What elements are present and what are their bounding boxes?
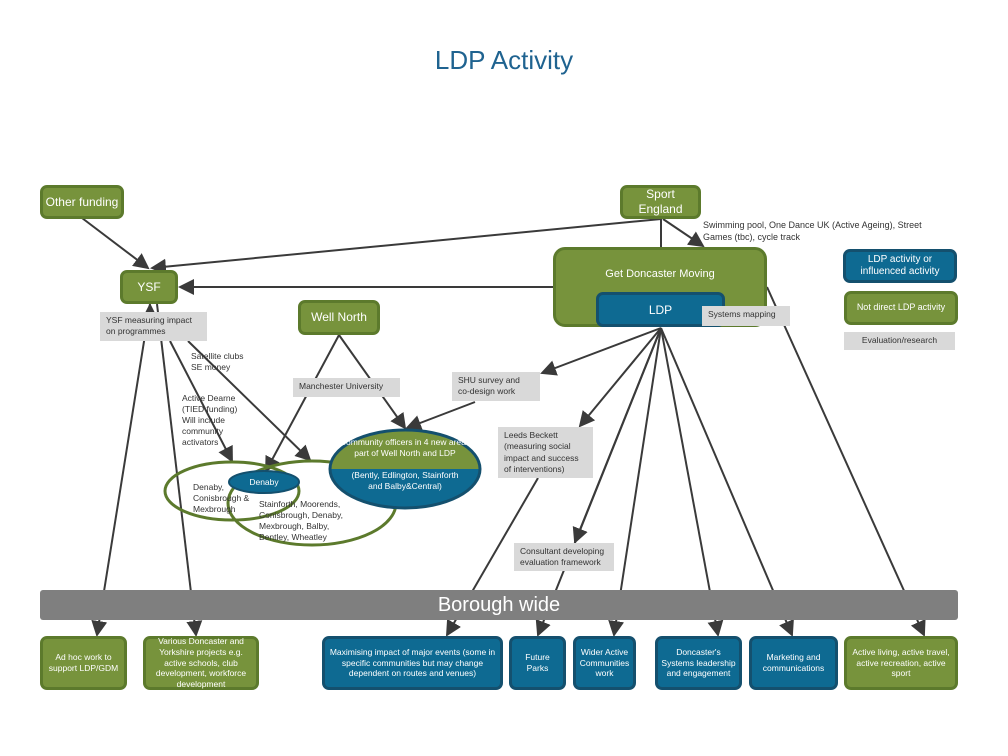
- consultant-label: Consultant developing evaluation framewo…: [514, 543, 614, 571]
- leeds-beckett-label: Leeds Beckett (measuring social impact a…: [498, 427, 593, 478]
- ysf-node: YSF: [120, 270, 178, 304]
- bottom-box-active-living: Active living, active travel, active rec…: [844, 636, 958, 690]
- bottom-box-future-parks: Future Parks: [509, 636, 566, 690]
- denaby-node: Denaby: [249, 477, 279, 487]
- stainforth-area-label: Stainforth, Moorends, Conisbrough, Denab…: [259, 499, 343, 543]
- ysf-measuring-label: YSF measuring impact on programmes: [100, 312, 207, 341]
- manchester-university-label: Manchester University: [293, 378, 400, 397]
- community-officers-bottom: (Bently, Edlington, Stainforth and Balby…: [351, 470, 459, 492]
- bottom-box-wider-active: Wider Active Communities work: [573, 636, 636, 690]
- borough-wide-bar: Borough wide: [40, 590, 958, 620]
- bottom-box-ad-hoc: Ad hoc work to support LDP/GDM: [40, 636, 127, 690]
- bottom-box-marketing: Marketing and communications: [749, 636, 838, 690]
- shu-label: SHU survey and co-design work: [452, 372, 540, 401]
- active-dearne-label: Active Dearne (TIED funding) Will includ…: [182, 393, 238, 448]
- sport-england-note: Swimming pool, One Dance UK (Active Agei…: [703, 220, 922, 242]
- bottom-box-systems-leadership: Doncaster's Systems leadership and engag…: [655, 636, 742, 690]
- sport-england-node: Sport England: [620, 185, 701, 219]
- legend-grey: Evaluation/research: [844, 332, 955, 350]
- other-funding-node: Other funding: [40, 185, 124, 219]
- legend-green: Not direct LDP activity: [844, 291, 958, 325]
- satellite-clubs-label: Satellite clubs SE money: [191, 351, 244, 373]
- legend-blue: LDP activity or influenced activity: [843, 249, 957, 283]
- community-officers-top: Community officers in 4 new areas part o…: [339, 437, 471, 459]
- bottom-box-various-projects: Various Doncaster and Yorkshire projects…: [143, 636, 259, 690]
- well-north-node: Well North: [298, 300, 380, 335]
- area-ellipse-denaby-conisbrough: [163, 460, 301, 522]
- denaby-area-label: Denaby, Conisbrough & Mexbrough: [193, 482, 250, 515]
- systems-mapping-label: Systems mapping: [702, 306, 790, 326]
- page-title: LDP Activity: [434, 45, 574, 75]
- bottom-box-major-events: Maximising impact of major events (some …: [322, 636, 503, 690]
